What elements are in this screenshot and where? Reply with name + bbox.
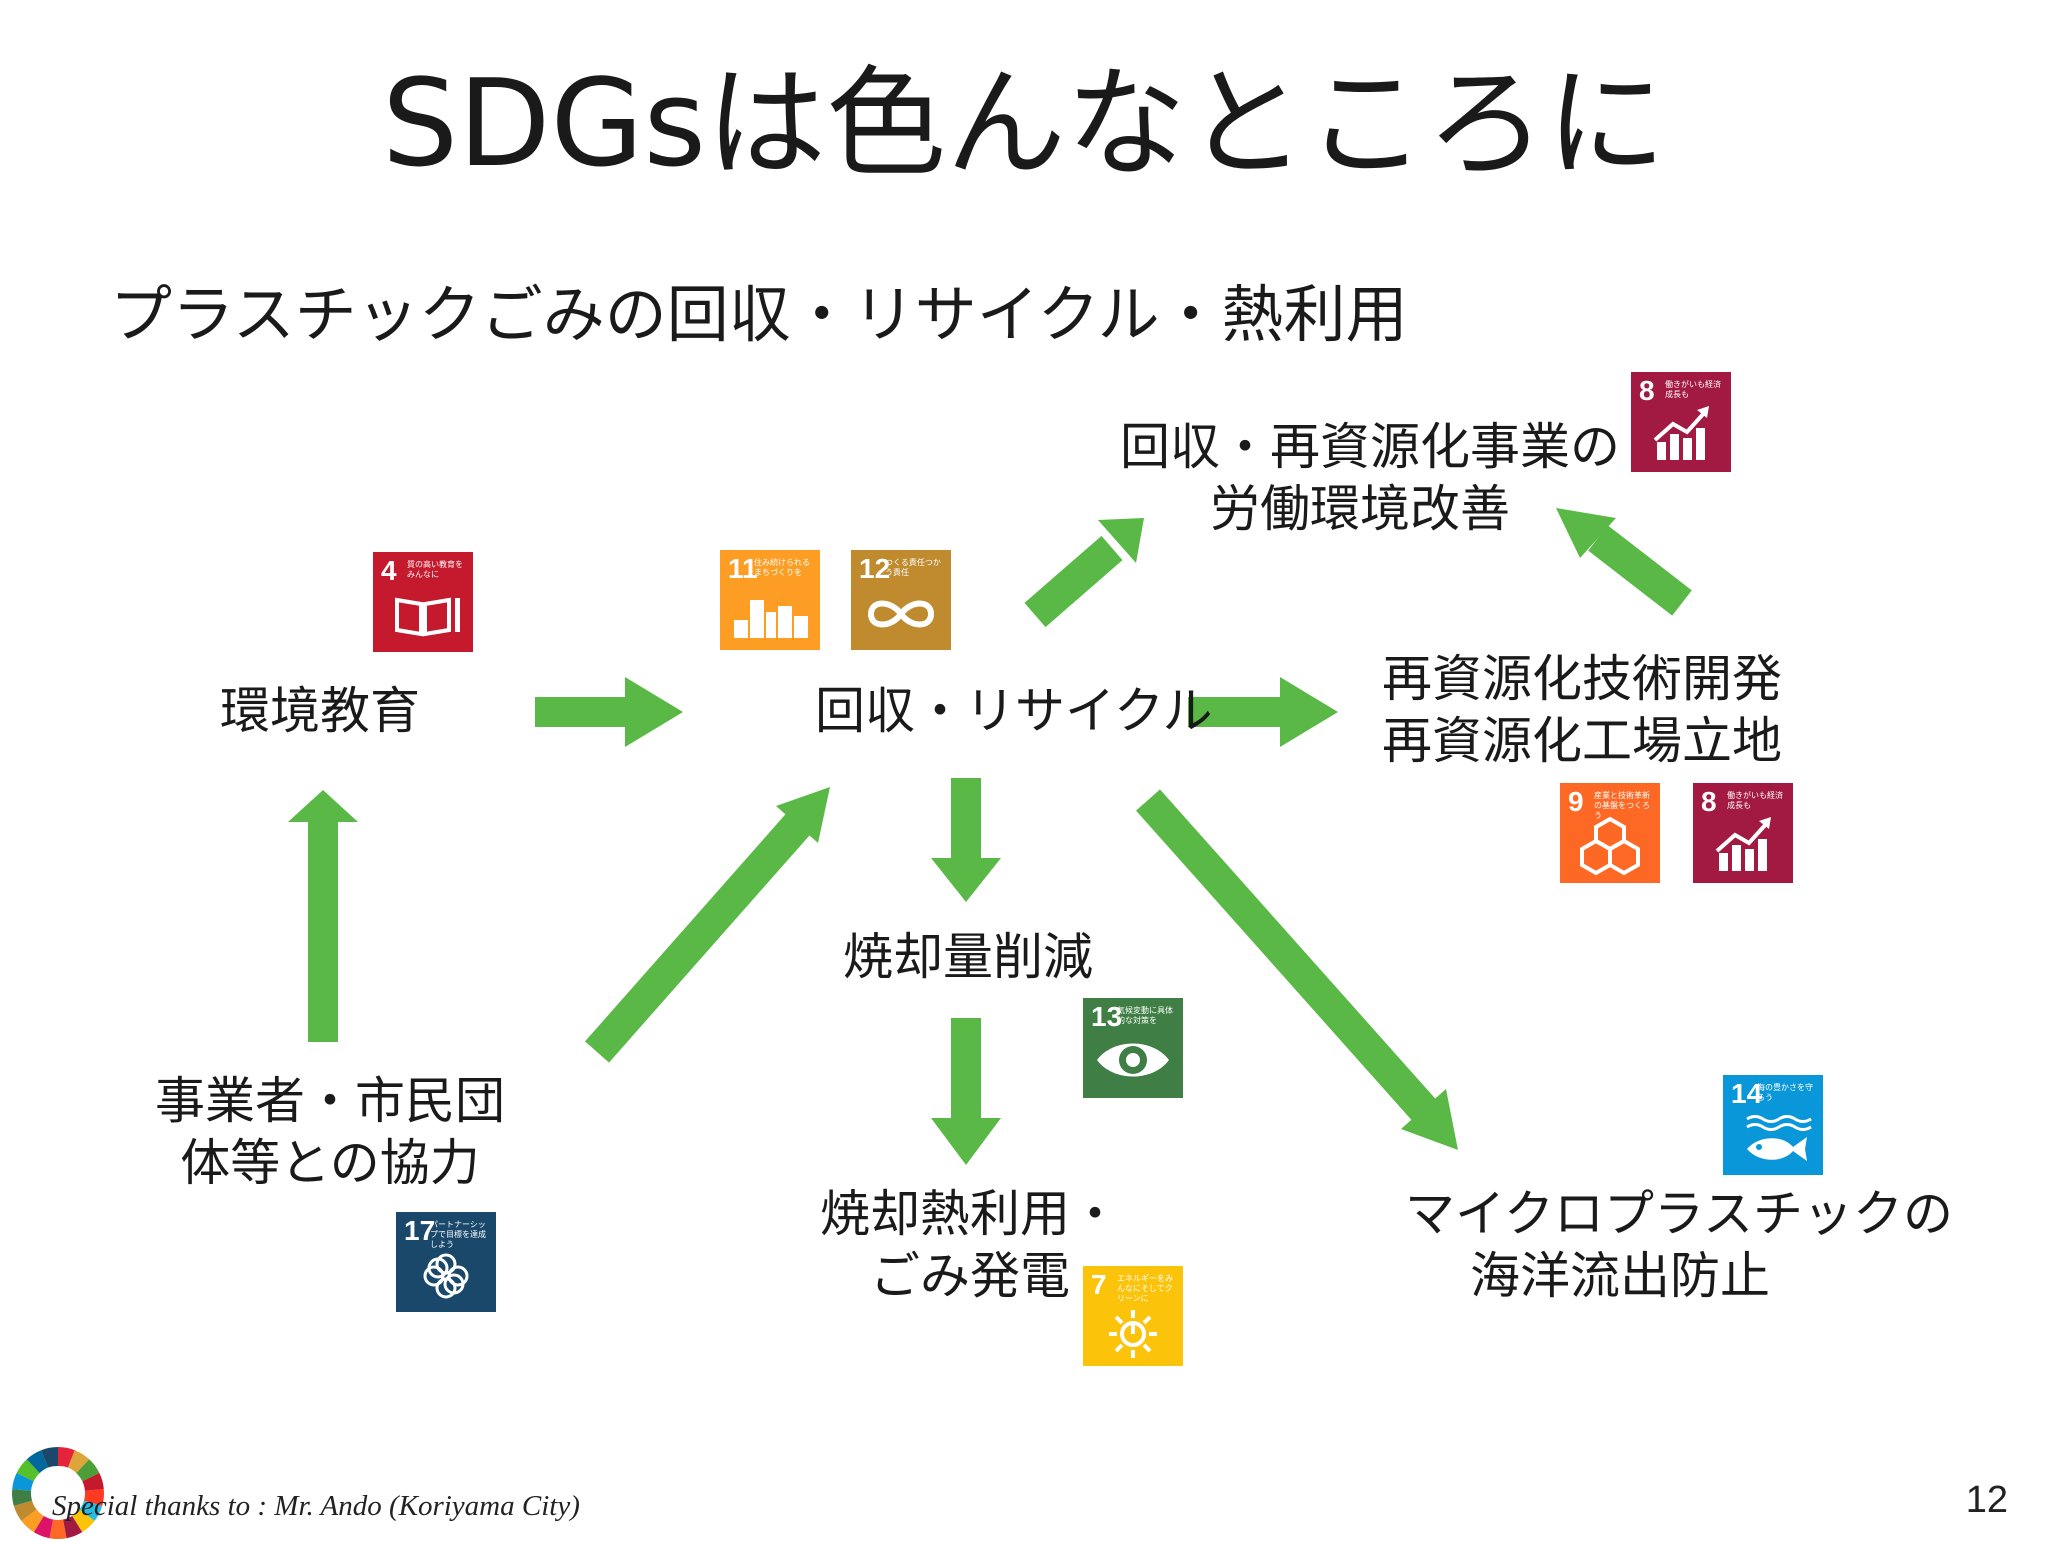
node-heat-utilization-line1: 焼却熱利用・: [820, 1185, 1120, 1243]
sdg12-number: 12: [859, 553, 891, 584]
fish-icon: [1746, 1115, 1812, 1161]
node-incineration-reduction: 焼却量削減: [843, 926, 1093, 988]
sdg9-badge: 9 産業と技術革新の基盤をつくろう: [1560, 783, 1660, 883]
sdg17-number: 17: [404, 1215, 436, 1246]
node-cooperation-line1: 事業者・市民団: [155, 1072, 505, 1130]
sdg11-label: 住み続けられるまちづくりを: [754, 558, 810, 577]
sdg13-badge: 13 気候変動に具体的な対策を: [1083, 998, 1183, 1098]
node-cooperation-line2: 体等との協力: [180, 1134, 480, 1192]
node-tech-development: 再資源化技術開発 再資源化工場立地: [1372, 648, 1792, 772]
sdg8-label-top: 働きがいも経済成長も: [1665, 380, 1721, 399]
sdg8-number-top: 8: [1639, 375, 1655, 406]
node-collection-recycling: 回収・リサイクル: [815, 680, 1213, 742]
sdg14-number: 14: [1731, 1078, 1763, 1109]
book-pencil-icon: [395, 597, 460, 637]
infinity-icon: [867, 600, 935, 628]
arrow-tech-to-labor-head: [1556, 508, 1616, 558]
node-labor-improvement-line1: 回収・再資源化事業の: [1120, 418, 1620, 476]
node-cooperation: 事業者・市民団 体等との協力: [155, 1070, 505, 1194]
node-heat-utilization-line2: ごみ発電: [870, 1247, 1070, 1305]
subtitle: プラスチックごみの回収・リサイクル・熱利用: [110, 278, 1408, 351]
sdg4-badge: 4 質の高い教育をみんなに: [373, 552, 473, 652]
arrow-recycling-to-microplastic-head: [1401, 1089, 1458, 1150]
credit-text: Special thanks to : Mr. Ando (Koriyama C…: [52, 1490, 580, 1522]
node-labor-improvement-line2: 労働環境改善: [1210, 480, 1510, 538]
eye-earth-icon: [1097, 1043, 1169, 1077]
sdg7-badge: 7 エネルギーをみんなにそしてクリーンに: [1083, 1266, 1183, 1366]
growth-chart-icon: [1653, 406, 1709, 460]
sdg12-label: つくる責任つかう責任: [885, 558, 941, 577]
arrow-recycling-to-labor-shaft: [1024, 535, 1123, 628]
sdg7-number: 7: [1091, 1269, 1107, 1300]
sdg7-label: エネルギーをみんなにそしてクリーンに: [1117, 1274, 1173, 1303]
sdg4-number: 4: [381, 555, 397, 586]
sdg8-badge-right: 8 働きがいも経済成長も: [1693, 783, 1793, 883]
node-labor-improvement: 回収・再資源化事業の 労働環境改善: [1120, 416, 1620, 540]
sdg11-number: 11: [728, 553, 758, 584]
node-collection-recycling-text: 回収・リサイクル: [815, 682, 1213, 740]
arrow-reduction-to-heat: [931, 1018, 1001, 1165]
sdg4-label: 質の高い教育をみんなに: [407, 560, 463, 579]
sdg17-label: パートナーシップで目標を達成しよう: [430, 1220, 486, 1249]
node-microplastic-line2: 海洋流出防止: [1470, 1247, 1770, 1305]
node-heat-utilization: 焼却熱利用・ ごみ発電: [820, 1183, 1120, 1307]
arrow-tech-to-labor-shaft: [1588, 525, 1692, 616]
sdg9-number: 9: [1568, 786, 1584, 817]
sdg17-badge: 17 パートナーシップで目標を達成しよう: [396, 1212, 496, 1312]
arrow-recycling-to-tech: [1188, 677, 1338, 747]
sdg8-badge-top: 8 働きがいも経済成長も: [1631, 372, 1731, 472]
page-title: SDGsは色んなところに: [381, 55, 1667, 194]
arrow-recycling-to-reduction: [931, 778, 1001, 902]
city-icon: [734, 600, 808, 638]
node-tech-development-line1: 再資源化技術開発: [1382, 650, 1782, 708]
sdg8-number-right: 8: [1701, 786, 1717, 817]
node-microplastic-line1: マイクロプラスチックの: [1405, 1185, 1953, 1243]
sdg11-badge: 11 住み続けられるまちづくりを: [720, 550, 820, 650]
arrow-recycling-to-microplastic-shaft: [1136, 789, 1436, 1121]
sdg8-label-right: 働きがいも経済成長も: [1727, 791, 1783, 810]
arrow-recycling-to-labor-head: [1098, 518, 1144, 563]
node-tech-development-line2: 再資源化工場立地: [1382, 712, 1782, 770]
growth-chart-icon: [1715, 817, 1771, 871]
node-microplastic: マイクロプラスチックの 海洋流出防止: [1405, 1183, 1953, 1307]
partnership-flower-icon: [423, 1253, 469, 1299]
node-env-education: 環境教育: [220, 680, 420, 742]
sdg-wheel-logo-icon: [12, 1447, 104, 1539]
sdg12-badge: 12 つくる責任つかう責任: [851, 550, 951, 650]
cubes-icon: [1580, 816, 1640, 876]
sdg9-label: 産業と技術革新の基盤をつくろう: [1594, 791, 1650, 820]
arrow-cooperation-to-recycling-head: [776, 787, 830, 843]
sdg13-label: 気候変動に具体的な対策を: [1117, 1006, 1173, 1025]
node-incineration-reduction-text: 焼却量削減: [843, 928, 1093, 986]
sun-power-icon: [1109, 1310, 1157, 1358]
arrow-cooperation-to-education: [288, 790, 358, 1042]
node-env-education-text: 環境教育: [220, 682, 420, 740]
sdg14-label: 海の豊かさを守ろう: [1757, 1083, 1813, 1102]
sdg14-badge: 14 海の豊かさを守ろう: [1723, 1075, 1823, 1175]
arrow-cooperation-to-recycling-shaft: [585, 811, 812, 1063]
sdg13-number: 13: [1091, 1001, 1123, 1032]
page-number: 12: [1965, 1479, 2008, 1521]
arrow-education-to-recycling: [535, 677, 683, 747]
